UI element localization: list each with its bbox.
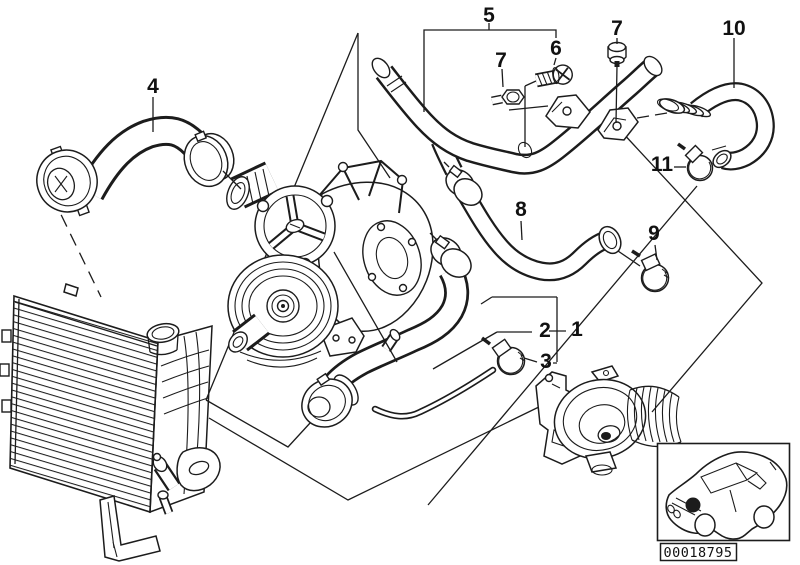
vent-hose: [371, 366, 497, 420]
callout-4: 4: [147, 75, 159, 98]
leader-bracket-to-throttle: [619, 129, 763, 413]
callout-1: 1: [571, 318, 583, 341]
callout-10: 10: [722, 17, 745, 40]
callout-5: 5: [483, 4, 495, 27]
bolt-7b: [607, 41, 627, 67]
bleed-screw-6: [535, 64, 573, 88]
radiator-core-fins: [10, 296, 158, 512]
hose-clamp-9: [631, 249, 670, 293]
hose-5-engine-vent-hose: [371, 55, 663, 176]
throttle-ribs: [626, 386, 682, 443]
bracket-5: [423, 23, 557, 112]
hose5-open-end: [643, 55, 663, 77]
filler-cap-inner: [151, 326, 175, 340]
label-line-8: [520, 220, 523, 241]
callout-7b: 7: [611, 17, 623, 40]
core-double-edge: [14, 298, 158, 465]
hose-4-upper-radiator-hose: [36, 115, 235, 217]
radiator-side-clip: [0, 363, 10, 377]
radiator-core-frame: [9, 294, 159, 514]
car-icon: [665, 451, 788, 540]
bracket-1-2-3: [432, 296, 566, 370]
hose-10: [656, 82, 775, 171]
callout-9: 9: [648, 222, 660, 245]
callout-labels: 1 2 3 4 5 6 7 7 8 9 10 11: [147, 4, 746, 373]
car-front-wheel: [694, 513, 716, 537]
radiator-side-clip: [1, 399, 12, 413]
tank-ribs: [160, 349, 210, 415]
part-number-box: [659, 542, 738, 562]
bolt-7a: [491, 89, 525, 106]
inlet-ribs: [246, 168, 270, 205]
label-line-9: [617, 244, 658, 267]
radiator-foot-bracket: [99, 495, 161, 562]
callout-6: 6: [550, 37, 562, 60]
hose5-open-end: [371, 57, 391, 79]
hose4-left-coupling: [36, 149, 98, 213]
radiator-side-clip: [1, 329, 12, 343]
label-line-6: [553, 57, 557, 66]
label-line-7a: [501, 68, 549, 111]
label-line-7b: [615, 38, 618, 124]
part-number: 00018795: [663, 545, 732, 561]
water-pump-thermostat: [226, 159, 434, 368]
dashdot-leader-coupling10: [636, 112, 668, 119]
frame-line: [357, 33, 391, 179]
leader-hose4-pump: [222, 170, 398, 363]
callout-8: 8: [515, 198, 527, 221]
hose-clamp-11: [676, 142, 714, 182]
callout-2: 2: [539, 319, 551, 342]
callout-lines: [152, 23, 735, 370]
car-location-inset: 00018795: [656, 442, 791, 562]
callout-11: 11: [651, 153, 674, 176]
bleed-screw-boss: [517, 141, 533, 159]
callout-3: 3: [540, 350, 552, 373]
filler-neck: [147, 334, 179, 356]
hose-8: [443, 161, 622, 282]
car-rear-wheel: [753, 505, 775, 529]
pump-struts: [317, 159, 404, 214]
hose-clamp-3: [480, 336, 526, 376]
dashed-leader-hose4-radiator: [51, 195, 102, 298]
leader-clamp11-long: [427, 185, 698, 506]
radiator-top-tab: [63, 283, 79, 297]
lower-radiator-hose-assembly: [301, 232, 497, 428]
callout-7a: 7: [495, 49, 507, 72]
throttle-body: [535, 365, 682, 476]
leader-to-throttle: [208, 403, 546, 501]
throttle-top-tab: [590, 365, 620, 383]
radiator: [0, 283, 221, 562]
part-location-dot: [685, 497, 701, 513]
leader-screw6: [524, 80, 537, 147]
pump-flange: [362, 220, 422, 296]
drain-bracket: [176, 447, 221, 492]
